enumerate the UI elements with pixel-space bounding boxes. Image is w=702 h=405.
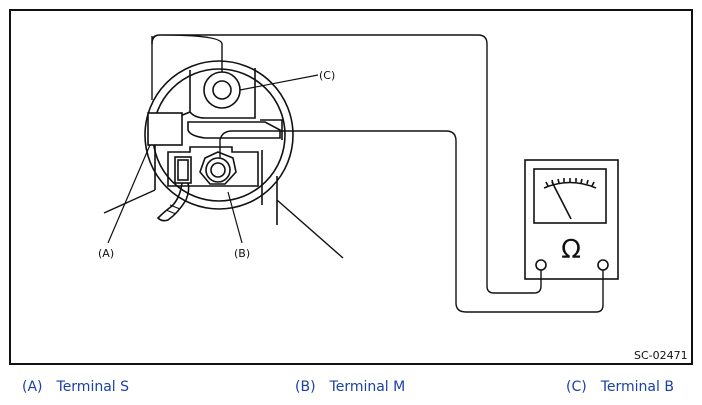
legend-letter: (A) (22, 379, 43, 395)
figure-id: SC-02471 (634, 349, 688, 362)
diagram-frame (9, 9, 693, 365)
callout-b: (B) (234, 247, 250, 260)
legend-item-a: (A) Terminal S (22, 379, 129, 395)
lead-wire (156, 182, 190, 222)
terminal-c (203, 71, 241, 109)
callout-a: (A) (98, 247, 114, 260)
legend-item-c: (C) Terminal B (566, 379, 674, 395)
legend-letter: (B) (295, 379, 316, 395)
test-lead-b (219, 130, 604, 313)
meter-needle (551, 181, 572, 220)
legend-label: Terminal M (329, 379, 406, 395)
legend-label: Terminal B (600, 379, 674, 395)
terminal-b (199, 151, 237, 185)
ohmmeter (524, 159, 619, 280)
legend-item-b: (B) Terminal M (295, 379, 405, 395)
callout-c: (C) (319, 69, 335, 82)
legend-label: Terminal S (56, 379, 130, 395)
ohm-symbol: Ω (561, 235, 581, 265)
legend-letter: (C) (566, 379, 587, 395)
terminal-a (147, 112, 192, 184)
test-lead-c (151, 34, 542, 294)
magnetic-switch (144, 60, 294, 225)
